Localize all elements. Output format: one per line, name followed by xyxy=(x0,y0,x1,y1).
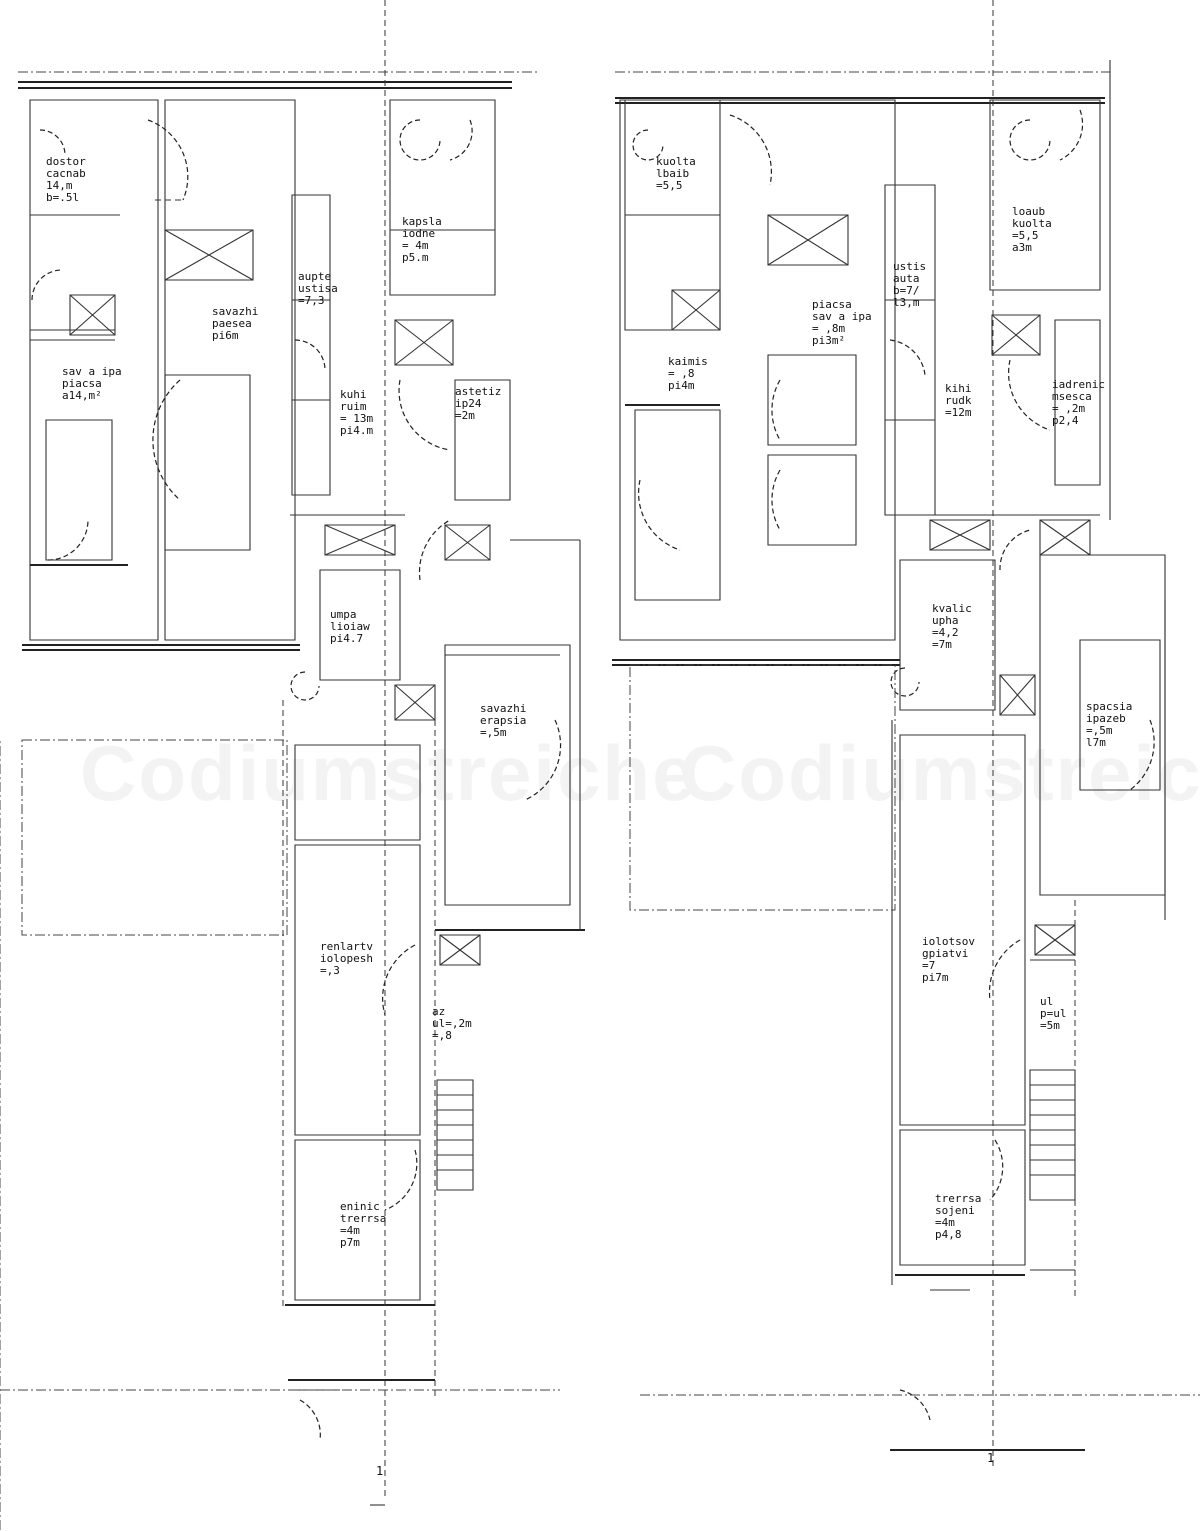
room-label-l2: sav a ipa piacsa a14,m² xyxy=(62,365,128,402)
stairs-right xyxy=(1030,1070,1075,1200)
room-label-r7: iadrenic msesca = ,2m p2,4 xyxy=(1052,378,1112,427)
room-label-r3: piacsa sav a ipa = ,8m pi3m² xyxy=(812,298,878,347)
room-label-l8: umpa lioiaw pi4.7 xyxy=(330,608,376,645)
room-label-l7: astetiz ip24 =2m xyxy=(455,385,508,422)
room-label-r8: kvalic upha =4,2 =7m xyxy=(932,602,978,651)
left-unit xyxy=(0,0,585,1530)
room-label-r11: ul p=ul =5m xyxy=(1040,995,1073,1032)
room-label-l6: kuhi ruim = 13m pi4.m xyxy=(340,388,380,437)
axis-mark-left: 1 xyxy=(376,1464,383,1478)
room-label-l10: renlartv iolopesh =,3 xyxy=(320,940,380,977)
stairs-left xyxy=(437,1080,473,1190)
watermark-right: Codiumstreiche xyxy=(680,729,1200,817)
room-label-l1: dostor cacnab 14,m b=.5l xyxy=(46,155,92,204)
room-label-l4: aupte ustisa =7,3 xyxy=(298,270,344,307)
right-unit xyxy=(612,0,1200,1470)
room-label-r2: kaimis = ,8 pi4m xyxy=(668,355,714,392)
room-label-l9: savazhi erapsia =,5m xyxy=(480,702,533,739)
room-label-r12: trerrsa sojeni =4m p4,8 xyxy=(935,1192,988,1241)
room-labels-left: dostor cacnab 14,m b=.5l sav a ipa piacs… xyxy=(46,155,533,1249)
room-label-l3: savazhi paesea pi6m xyxy=(212,305,265,342)
room-label-r10: iolotsov gpiatvi =7 pi7m xyxy=(922,935,982,984)
room-label-r1: kuolta lbaib =5,5 xyxy=(656,155,702,192)
room-label-r9: spacsia ipazeb =,5m l7m xyxy=(1086,700,1139,749)
room-labels-right: kuolta lbaib =5,5 kaimis = ,8 pi4m piacs… xyxy=(656,155,1139,1241)
room-label-r5: loaub kuolta =5,5 a3m xyxy=(1012,205,1058,254)
room-label-l11: az ul=,2m =,8 xyxy=(432,1005,478,1042)
room-label-l12: eninic trerrsa =4m p7m xyxy=(340,1200,393,1249)
room-label-r4: ustis auta b=7/ l3,m xyxy=(893,260,933,309)
room-label-r6: kihi rudk =12m xyxy=(945,382,978,419)
room-label-l5: kapsla iodne = 4m p5.m xyxy=(402,215,448,264)
axis-mark-right: 1 xyxy=(987,1451,994,1465)
watermark-left: Codiumstreiche xyxy=(80,729,697,817)
